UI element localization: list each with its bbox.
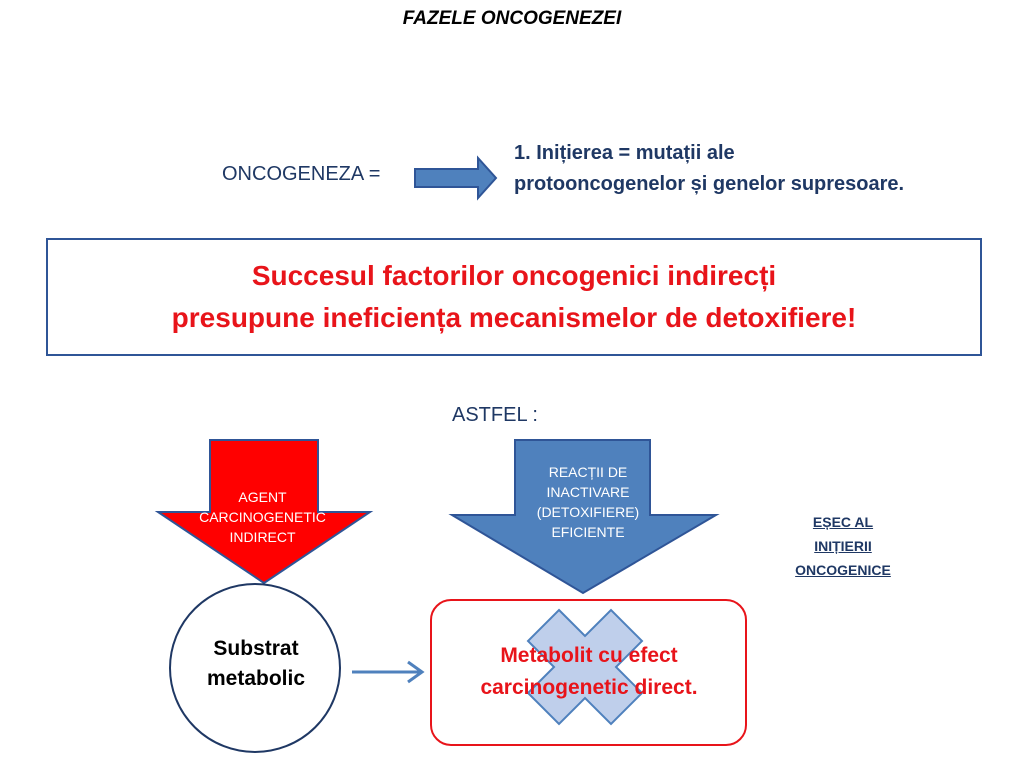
substrate-label: Substrat metabolic [196,634,316,694]
agent-line-2: CARCINOGENETIC [199,509,326,525]
substrate-line-1: Substrat [213,637,299,660]
initiation-line-2: protooncogenelor și genelor supresoare. [514,173,905,195]
substrate-line-2: metabolic [206,667,306,690]
statement-line-2: presupune ineficiența mecanismelor de de… [171,302,857,333]
statement-box: Succesul factorilor oncogenici indirecți… [46,238,982,356]
reactions-line-4: EFICIENTE [551,524,625,540]
oncogeneza-label: ONCOGENEZA = [222,163,381,185]
reactions-down-arrow [448,439,720,595]
connector-arrowhead-icon [407,660,425,684]
agent-line-1: AGENT [238,489,287,505]
metabolite-label: Metabolit cu efect carcinogenetic direct… [434,640,744,704]
reactions-label: REACȚII DE INACTIVARE (DETOXIFIERE) EFIC… [508,462,668,542]
substrate-circle [169,583,341,753]
failure-label: EȘEC AL INIȚIERII ONCOGENICE [778,510,908,582]
reactions-line-1: REACȚII DE [548,464,628,480]
initiation-text: 1. Inițierea = mutații ale protooncogene… [514,138,1014,200]
failure-line-3: ONCOGENICE [795,562,891,578]
failure-line-2: INIȚIERII [814,538,872,554]
right-arrow-icon [414,155,498,201]
metabolite-line-2: carcinogenetic direct. [480,676,698,699]
page-title: FAZELE ONCOGENEZEI [402,8,622,29]
metabolite-line-1: Metabolit cu efect [500,644,678,667]
agent-line-3: INDIRECT [229,529,296,545]
agent-label: AGENT CARCINOGENETIC INDIRECT [180,487,345,547]
initiation-line-1: 1. Inițierea = mutații ale [514,142,735,164]
astfel-label: ASTFEL : [452,404,538,426]
failure-line-1: EȘEC AL [812,514,874,530]
reactions-line-3: (DETOXIFIERE) [536,504,640,520]
cross-icon [526,608,644,726]
reactions-line-2: INACTIVARE [546,484,630,500]
agent-down-arrow [154,439,374,585]
statement-line-1: Succesul factorilor oncogenici indirecți [251,260,777,291]
